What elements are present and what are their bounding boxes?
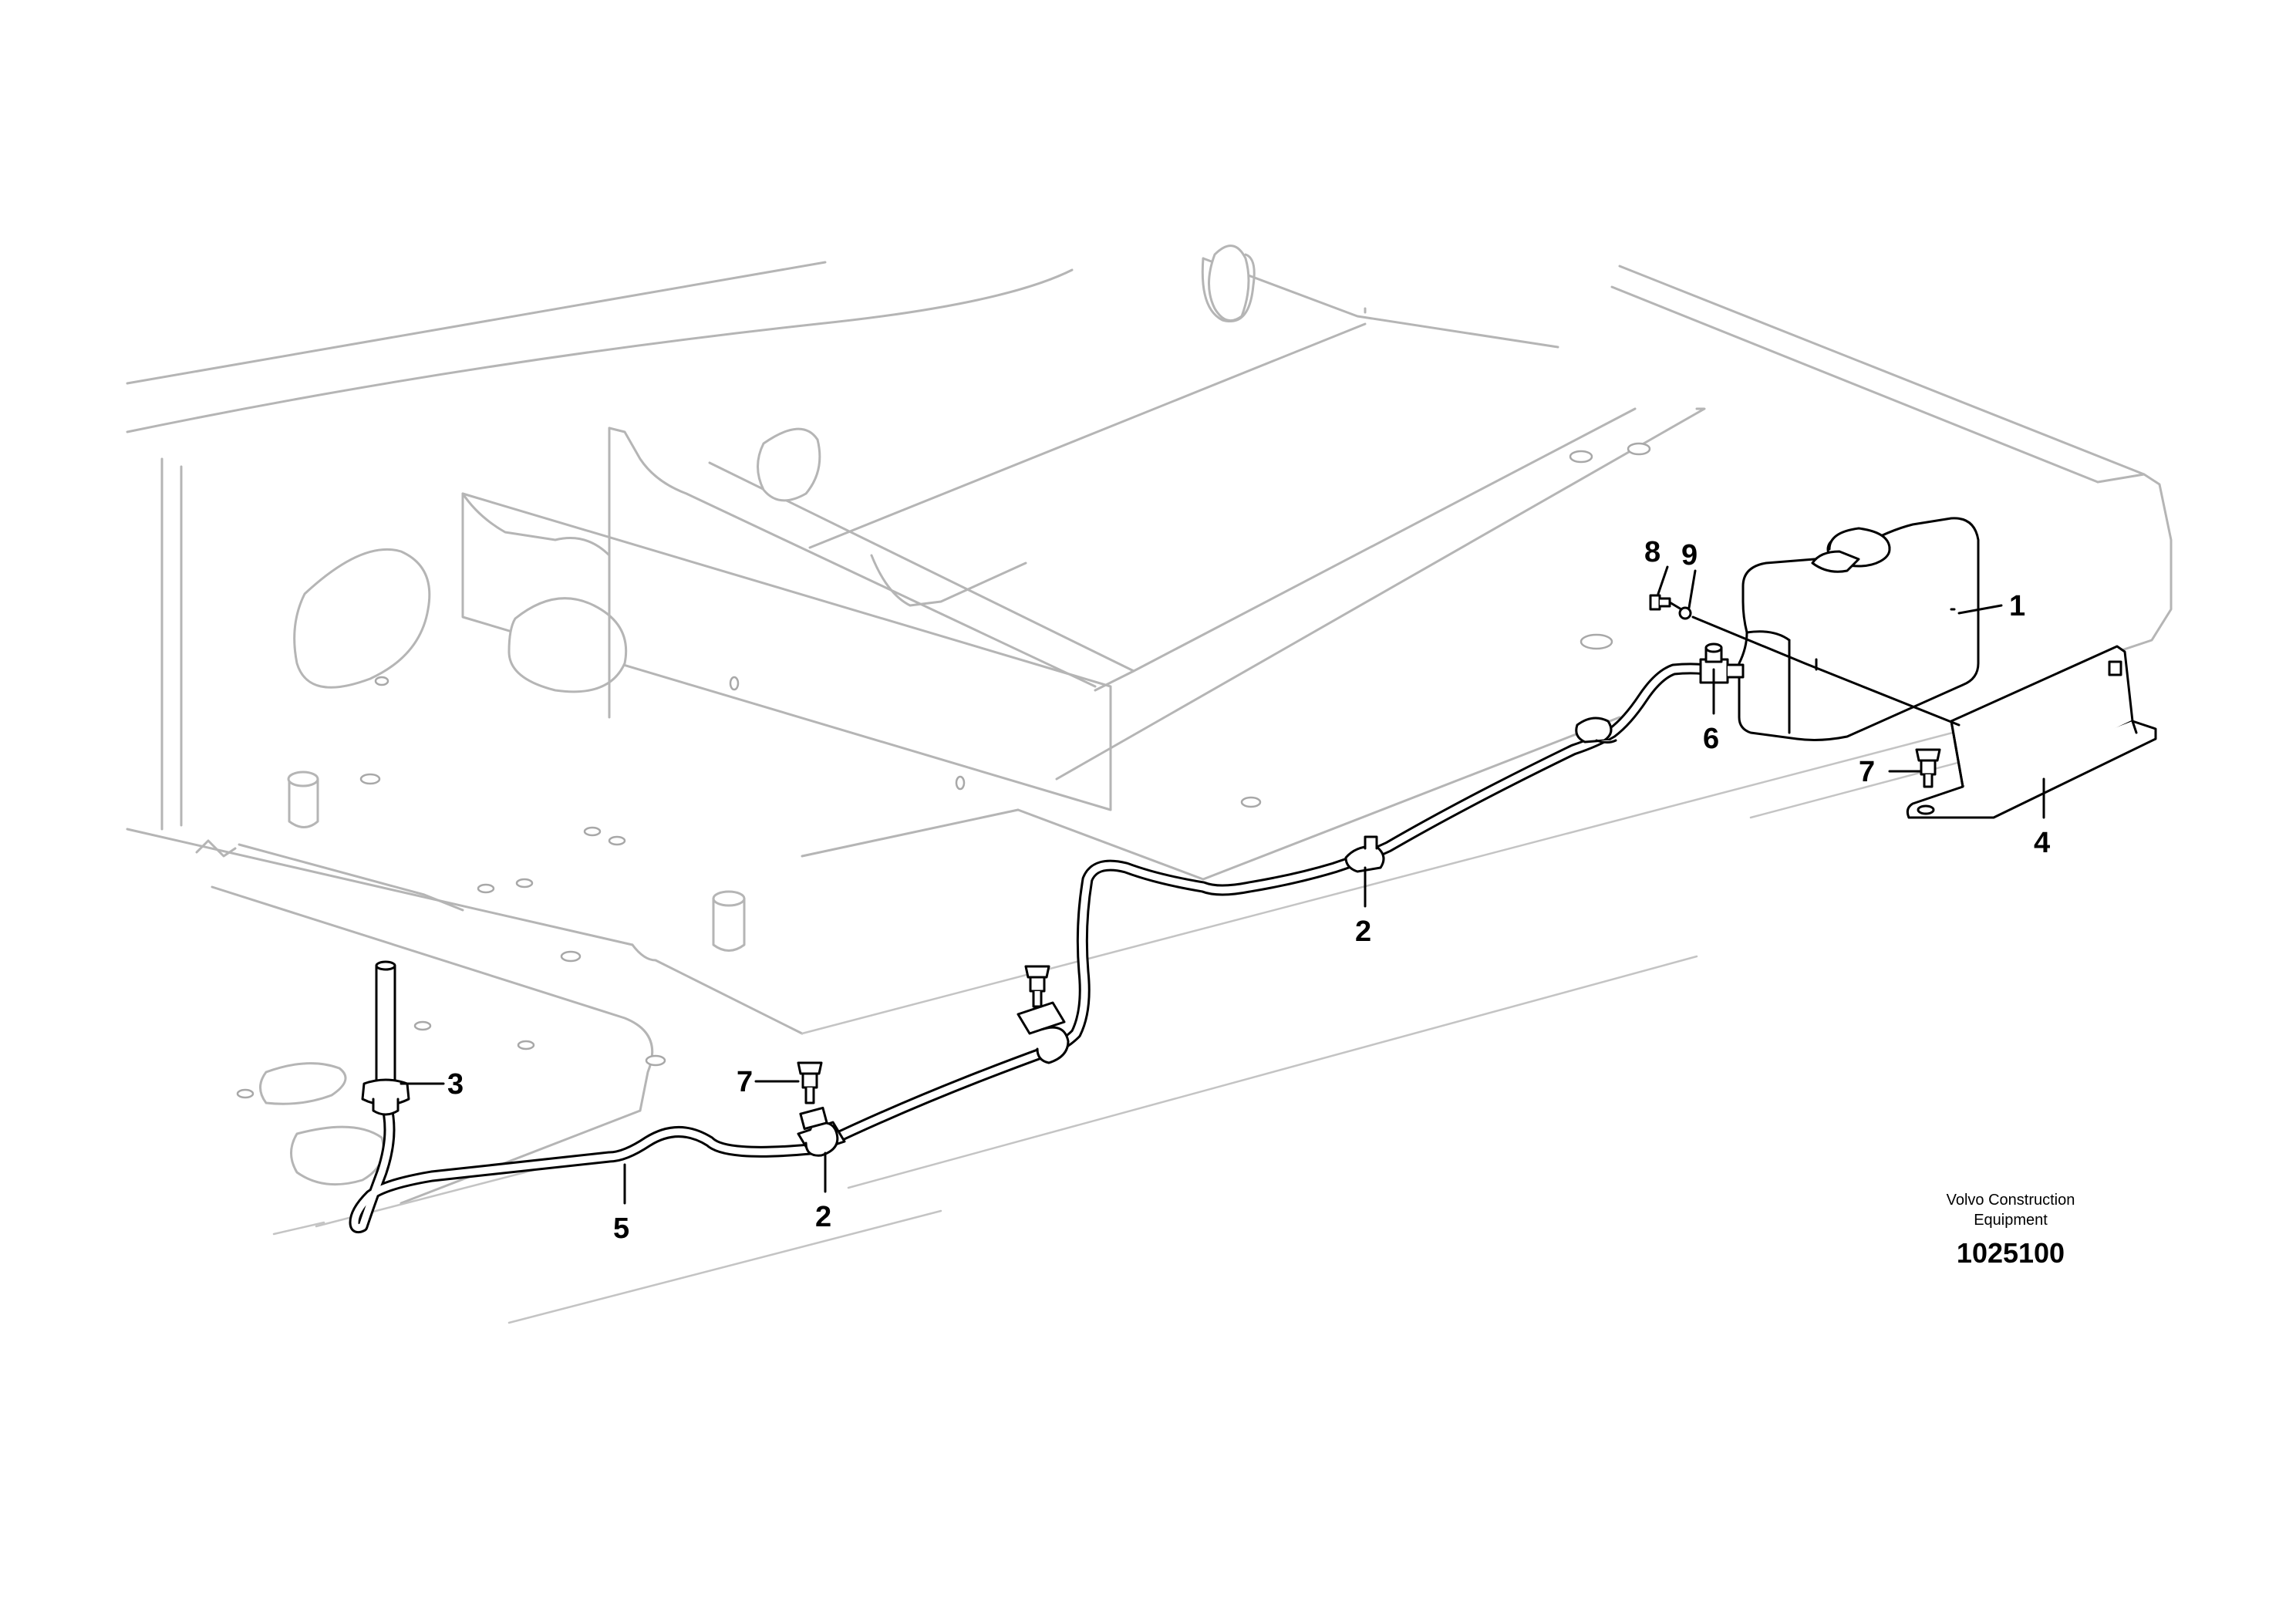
- machine-frame: [126, 244, 2173, 1324]
- callout-9: 9: [1681, 539, 1698, 572]
- callout-8: 8: [1644, 536, 1660, 568]
- callout-5: 5: [613, 1212, 629, 1245]
- callout-6: 6: [1703, 723, 1719, 755]
- vent-pipe: [361, 960, 410, 1116]
- mounting-bracket: [1906, 645, 2157, 819]
- callout-2-upper: 2: [1355, 916, 1371, 948]
- clamps: [797, 717, 1617, 1157]
- leader-lines: [400, 565, 2045, 1205]
- callout-labels: 1 8 9 6 7 4 2 7 3 2 5: [447, 536, 2050, 1245]
- hose-fitting: [1699, 642, 1745, 684]
- bolts: [797, 748, 1941, 1104]
- callout-3: 3: [447, 1068, 464, 1101]
- callout-2-lower: 2: [815, 1201, 831, 1233]
- caption-manufacturer-line2: Equipment: [1974, 1212, 2048, 1229]
- figure-number: 1025100: [1957, 1237, 2065, 1269]
- callout-7-right: 7: [1859, 756, 1875, 788]
- callout-4: 4: [2034, 827, 2050, 859]
- callout-7-left: 7: [737, 1066, 753, 1098]
- hose: [349, 663, 1722, 1234]
- callout-1: 1: [2009, 590, 2025, 622]
- screw-and-washer: [1649, 594, 1961, 727]
- washer-reservoir: [1738, 517, 1980, 741]
- caption-block: Volvo Construction Equipment 1025100: [1947, 1192, 2075, 1269]
- caption-manufacturer: Volvo Construction: [1947, 1192, 2075, 1209]
